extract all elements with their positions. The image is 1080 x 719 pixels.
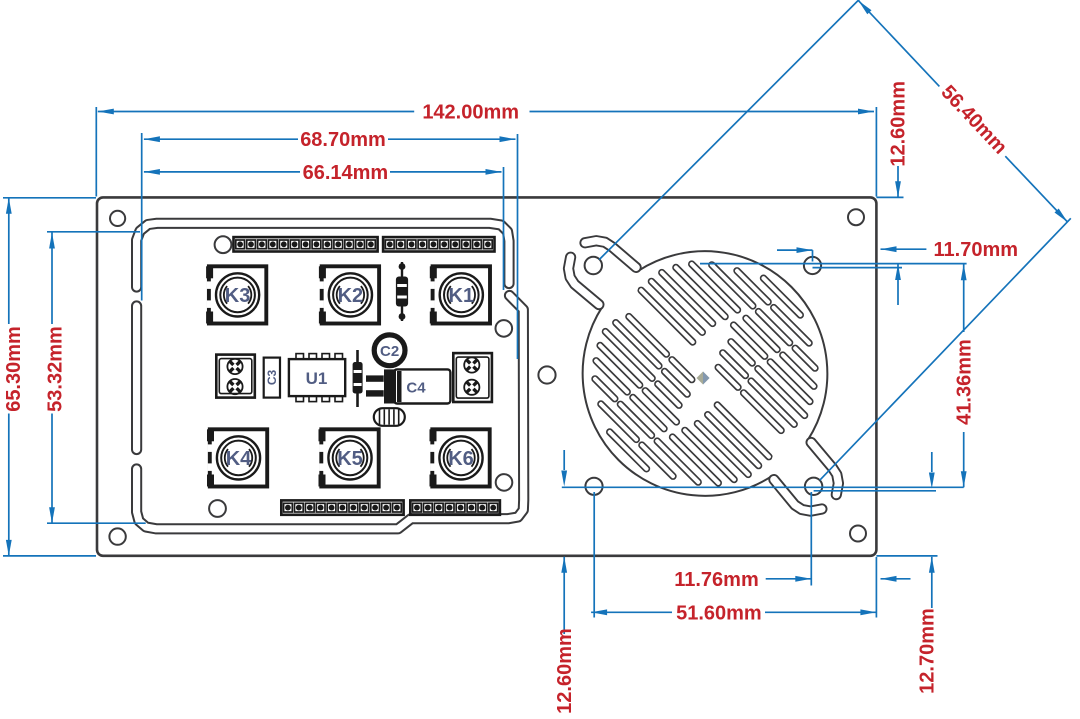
svg-text:K4: K4 [226,448,252,470]
svg-text:51.60mm: 51.60mm [676,602,762,624]
svg-text:K2: K2 [338,285,364,307]
svg-text:41.36mm: 41.36mm [954,339,976,425]
svg-text:C4: C4 [406,380,426,397]
svg-text:12.60mm: 12.60mm [887,81,909,167]
svg-text:12.60mm: 12.60mm [554,628,576,714]
svg-text:C2: C2 [380,343,399,360]
svg-text:K1: K1 [449,285,475,307]
svg-text:K3: K3 [225,285,251,307]
svg-text:65.30mm: 65.30mm [3,326,25,412]
svg-text:K6: K6 [448,448,474,470]
svg-text:66.14mm: 66.14mm [303,162,389,184]
svg-text:11.76mm: 11.76mm [674,569,759,591]
svg-text:68.70mm: 68.70mm [300,129,386,151]
svg-text:12.70mm: 12.70mm [916,608,938,694]
svg-text:11.70mm: 11.70mm [934,239,1019,261]
svg-text:53.32mm: 53.32mm [44,326,66,412]
svg-text:142.00mm: 142.00mm [422,102,519,124]
svg-text:U1: U1 [306,369,328,388]
svg-text:C3: C3 [265,370,279,386]
svg-text:K5: K5 [337,448,363,470]
